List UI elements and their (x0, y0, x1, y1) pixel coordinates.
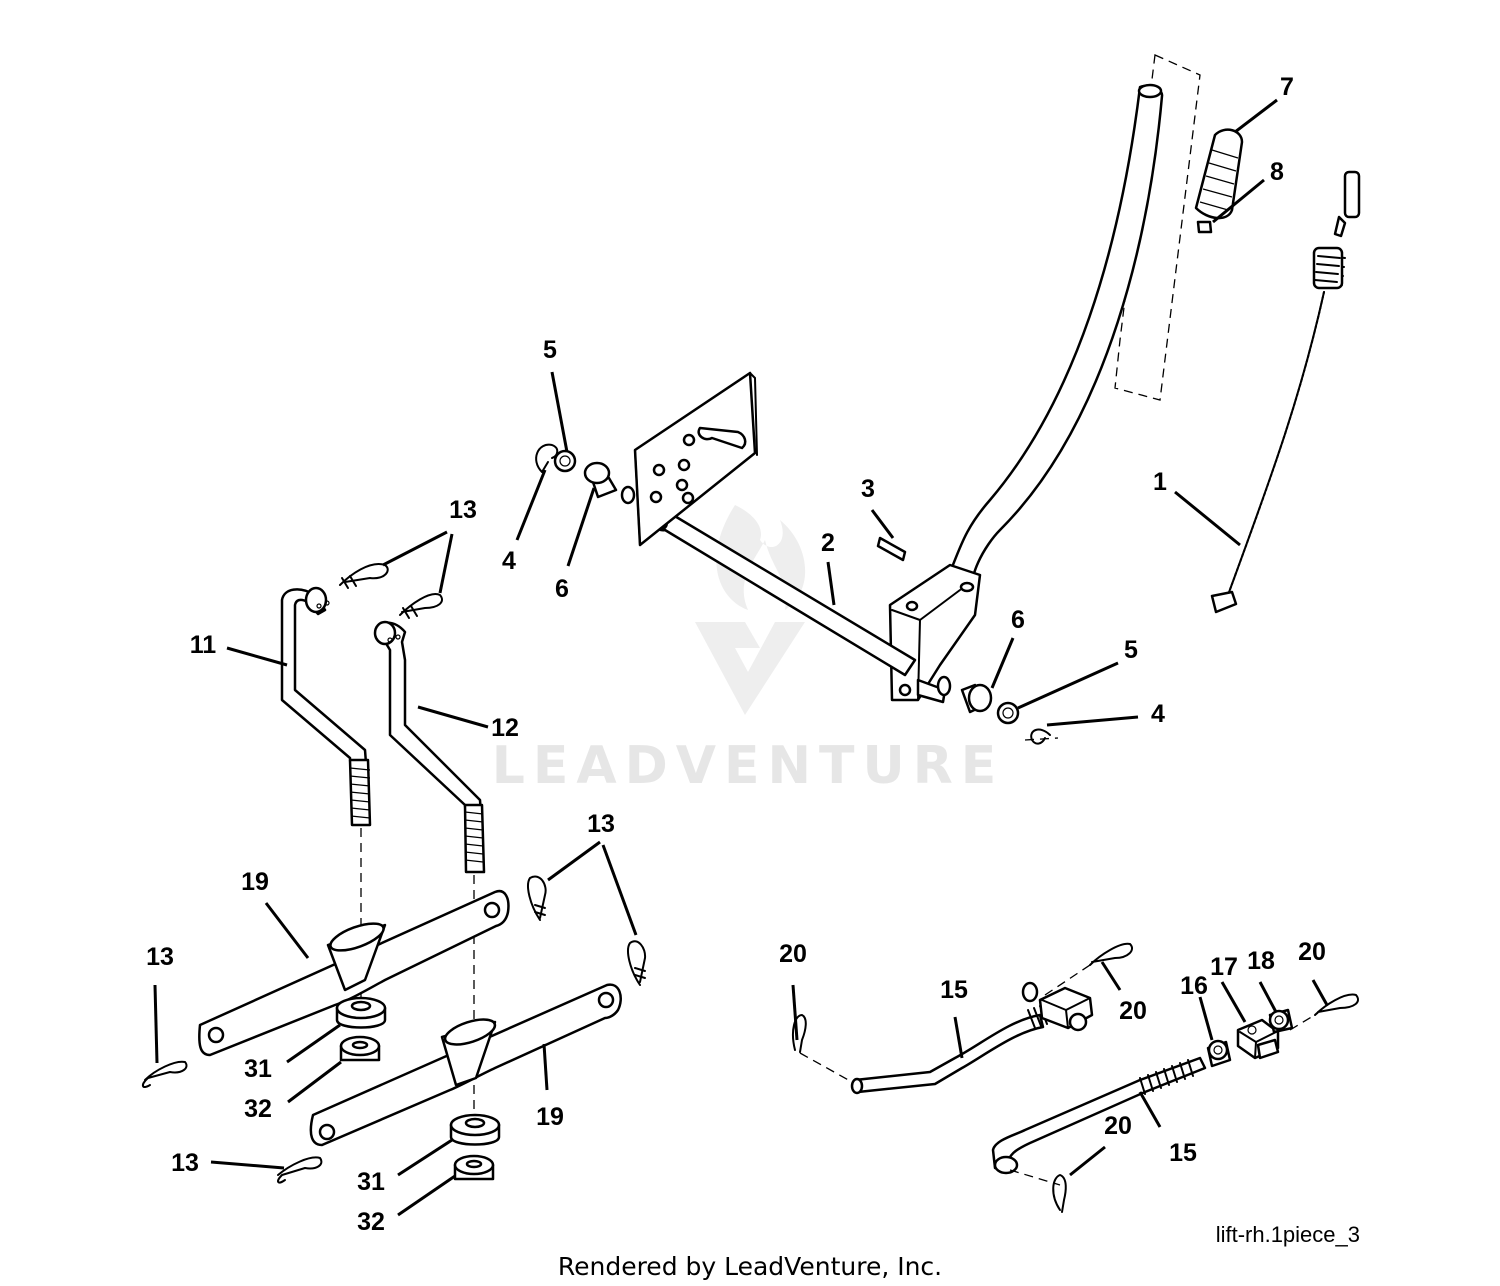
label-20-c: 20 (1298, 938, 1326, 966)
nut-part-32-lower (453, 1154, 495, 1181)
cotter-pin-part-20-d (1052, 1174, 1067, 1213)
rod-part-15-upper (850, 1003, 1054, 1095)
label-15-upper: 15 (940, 976, 968, 1004)
lift-arm-part-19-lower (309, 983, 622, 1147)
trunnion-part-17 (1236, 1018, 1280, 1060)
label-8: 8 (1270, 158, 1284, 186)
label-32-upper: 32 (244, 1095, 272, 1123)
washer-part-5-left (553, 449, 577, 473)
cotter-pin-part-20-c (1314, 993, 1359, 1016)
assembly-line-1 (799, 1052, 853, 1083)
nut-part-32-upper (339, 1035, 381, 1062)
clip-part-4-right (1030, 728, 1051, 745)
hairpin-clip-part-13-c (527, 875, 547, 921)
hairpin-clip-part-13-a (339, 563, 389, 589)
watermark-logo (695, 505, 806, 715)
label-4-left: 4 (502, 547, 516, 575)
bushing-part-6-right (960, 683, 993, 714)
label-19-lower: 19 (536, 1103, 564, 1131)
watermark-text: LEADVENTURE (492, 736, 1005, 796)
label-31-lower: 31 (357, 1168, 385, 1196)
label-1: 1 (1153, 468, 1167, 496)
assembly-line-5 (1024, 737, 1059, 741)
label-20-a: 20 (779, 940, 807, 968)
washer-part-5-right (996, 701, 1020, 725)
label-19-upper: 19 (241, 868, 269, 896)
cotter-pin-part-20-b (1089, 942, 1134, 966)
diagram-reference: lift-rh.1piece_3 (1216, 1222, 1360, 1247)
label-17: 17 (1210, 953, 1238, 981)
label-31-upper: 31 (244, 1055, 272, 1083)
trunnion-block-upper (1021, 981, 1094, 1032)
rod-part-15-lower (991, 1056, 1207, 1175)
label-18: 18 (1247, 947, 1275, 975)
label-3: 3 (861, 475, 875, 503)
bushing-part-6-left (583, 461, 636, 505)
label-5-right: 5 (1124, 636, 1138, 664)
roll-pin-part-3 (876, 536, 907, 562)
cotter-pin-part-20-a (792, 1014, 807, 1053)
hairpin-clip-part-13-d (627, 940, 647, 986)
leader-lines (153, 98, 1329, 1217)
render-credit: Rendered by LeadVenture, Inc. (558, 1252, 942, 1281)
label-6-right: 6 (1011, 606, 1025, 634)
assembly-line-3 (1289, 1012, 1319, 1031)
lift-link-part-11 (280, 586, 372, 827)
lift-arm-part-19-upper (198, 889, 510, 1057)
label-5-left: 5 (543, 336, 557, 364)
label-20-b: 20 (1119, 997, 1147, 1025)
nut-part-16 (1206, 1039, 1232, 1068)
label-7: 7 (1280, 73, 1294, 101)
hairpin-clip-part-13-e (142, 1060, 188, 1088)
hairpin-clip-part-13-b (399, 593, 444, 619)
label-16: 16 (1180, 972, 1208, 1000)
hairpin-clip-part-13-f (277, 1156, 323, 1184)
mounting-plate (633, 371, 758, 547)
label-15-lower: 15 (1169, 1139, 1197, 1167)
spacer-part-31-lower (449, 1113, 501, 1146)
lift-link-part-12 (373, 620, 486, 874)
nut-part-18 (1268, 1008, 1294, 1034)
nut-part-8 (1196, 220, 1213, 234)
label-2: 2 (821, 529, 835, 557)
label-13-right: 13 (587, 810, 615, 838)
label-4-right: 4 (1151, 700, 1165, 728)
cable-part-1 (1210, 170, 1361, 614)
grip-part-7 (1194, 128, 1244, 220)
assembly-line-2 (1044, 964, 1091, 996)
label-6-left: 6 (555, 575, 569, 603)
label-20-d: 20 (1104, 1112, 1132, 1140)
label-32-lower: 32 (357, 1208, 385, 1236)
spacer-part-31-upper (335, 996, 387, 1029)
label-12: 12 (491, 714, 519, 742)
assembly-line-4 (1009, 1169, 1061, 1186)
label-11: 11 (190, 631, 217, 659)
label-13-left: 13 (146, 943, 174, 971)
label-13-top: 13 (449, 496, 477, 524)
label-13-bottom: 13 (171, 1149, 199, 1177)
